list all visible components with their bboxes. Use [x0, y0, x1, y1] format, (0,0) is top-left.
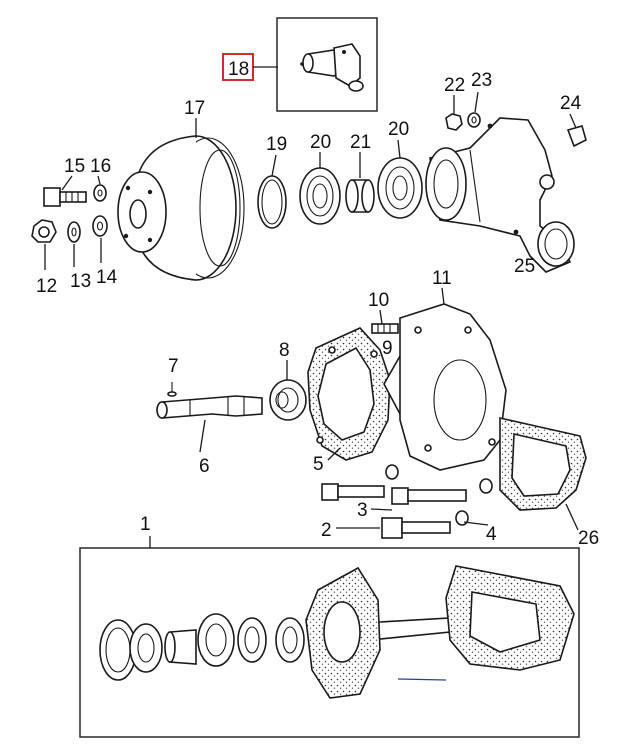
label-10: 10: [368, 290, 389, 311]
label-26: 26: [578, 528, 599, 549]
plug-24: [566, 125, 587, 148]
pump-body-11: [399, 303, 507, 471]
inset-18-assembly: [276, 17, 378, 112]
label-11: 11: [432, 268, 452, 289]
label-7: 7: [168, 356, 179, 377]
nut-12: [31, 219, 57, 243]
circlip-19: [257, 175, 287, 229]
label-1: 1: [140, 514, 151, 535]
nut-22: [445, 113, 463, 131]
shaft-6: [156, 395, 263, 419]
bearing-20-left: [299, 167, 341, 225]
stud-10: [371, 323, 399, 334]
gasket-26: [499, 417, 587, 511]
label-8: 8: [279, 340, 290, 361]
label-2: 2: [321, 520, 332, 541]
label-22: 22: [444, 75, 465, 96]
label-14: 14: [96, 267, 118, 288]
label-25: 25: [514, 256, 535, 277]
label-3: 3: [357, 500, 368, 521]
label-15: 15: [64, 156, 85, 177]
bolt-15: [43, 187, 87, 207]
bolt-2-upper: [321, 483, 385, 501]
label-20b: 20: [388, 119, 409, 140]
seal-8: [269, 379, 307, 421]
label-23: 23: [471, 70, 492, 91]
label-5: 5: [313, 454, 324, 475]
pulley-17: [117, 135, 245, 281]
gasket-5: [307, 327, 391, 461]
label-12: 12: [36, 276, 57, 297]
label-13: 13: [70, 271, 91, 292]
bolt-2-lower: [381, 517, 451, 539]
assembly-1-parts: [99, 565, 575, 699]
label-4: 4: [486, 524, 497, 545]
washer-14: [92, 215, 108, 237]
label-17: 17: [184, 98, 205, 119]
label-19: 19: [266, 134, 287, 155]
washer-23: [467, 112, 481, 128]
label-21: 21: [350, 132, 371, 153]
label-20a: 20: [310, 132, 331, 153]
pump-housing-25: [425, 117, 575, 273]
label-9: 9: [382, 338, 393, 359]
label-6: 6: [199, 456, 210, 477]
bolt-3: [391, 487, 467, 505]
label-24: 24: [560, 93, 582, 114]
label-16: 16: [90, 156, 111, 177]
pin-7: [167, 382, 177, 397]
bearing-20-right: [377, 157, 423, 219]
pen-mark: [397, 678, 447, 681]
assembly-frame-1: [79, 547, 580, 738]
washer-13: [67, 221, 81, 243]
spacer-21: [345, 179, 375, 213]
label-18: 18: [228, 59, 249, 80]
washer-16: [93, 184, 107, 202]
